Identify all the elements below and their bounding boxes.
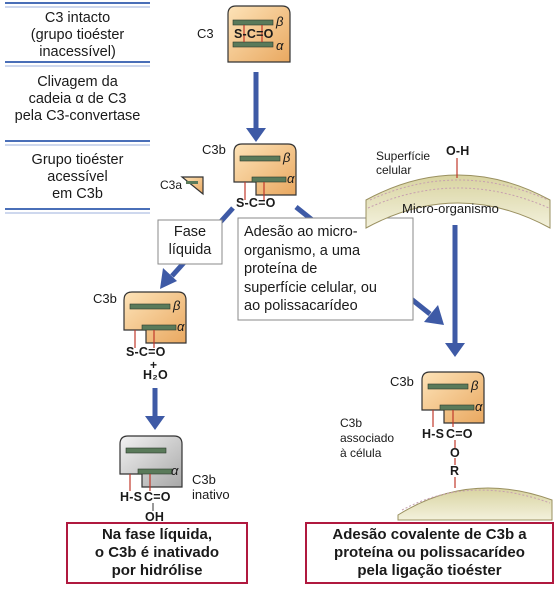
label-alpha: α	[276, 38, 284, 53]
step-accessible: Grupo tioéster acessível em C3b	[31, 152, 124, 202]
label-hs-right: H-S	[422, 427, 445, 441]
label-alpha-right: α	[475, 399, 483, 414]
label-r-right: R	[450, 464, 460, 478]
c3a-fragment	[180, 176, 204, 196]
adhesion-text: Adesão ao micro- organismo, a uma proteí…	[244, 224, 377, 314]
arrow-surface-attach	[445, 225, 465, 357]
arrow-cleavage	[246, 72, 266, 142]
label-beta-left: β	[173, 298, 181, 313]
label-co-inactive: C=O	[144, 490, 171, 504]
label-o-right: O	[450, 446, 460, 460]
label-cell-associated: C3b associado à célula	[340, 416, 395, 460]
c3b-protein-right	[421, 371, 485, 488]
step-intact: C3 intacto (grupo tioéster inacessível)	[30, 10, 125, 60]
label-c3b-top: C3b	[202, 142, 226, 157]
label-alpha-inactive: α	[171, 463, 179, 478]
label-alpha-left: α	[177, 319, 185, 334]
label-oh-ligand: O-H	[446, 144, 470, 158]
summary-covalent-adhesion: Adesão covalente de C3b a proteína ou po…	[305, 522, 554, 584]
label-beta: β	[276, 14, 284, 29]
label-co-right: C=O	[446, 427, 473, 441]
label-microorganism: Micro-organismo	[402, 201, 499, 216]
c3b-inactive-protein	[119, 435, 183, 511]
arrow-hydrolysis	[145, 388, 165, 430]
step-dividers	[5, 2, 150, 214]
label-c3: C3	[197, 26, 214, 41]
fluid-phase-label: Fase líquida	[168, 224, 212, 258]
label-c3b-left: C3b	[93, 291, 117, 306]
step-cleavage: Clivagem da cadeia α de C3 pela C3-conve…	[14, 74, 141, 124]
label-c3a: C3a	[160, 178, 183, 192]
cell-surface-bottom	[397, 487, 553, 521]
label-inactive: inativo	[192, 487, 230, 502]
label-thioester: S-C=O	[234, 27, 274, 41]
label-thioester-left: S-C=O	[126, 345, 166, 359]
microorganism-surface	[365, 158, 551, 229]
label-plus: +	[150, 358, 158, 372]
label-beta-right: β	[471, 378, 479, 393]
c3b-protein-left	[123, 291, 187, 348]
c3-protein	[227, 5, 291, 63]
label-oh-inactive: OH	[145, 510, 165, 524]
label-hs-inactive: H-S	[120, 490, 143, 504]
summary-fluid-phase: Na fase líquida, o C3b é inativado por h…	[66, 522, 248, 584]
adhesion-box	[237, 217, 414, 321]
label-beta-top: β	[283, 150, 291, 165]
c3b-protein-top	[233, 143, 297, 200]
label-c3b-inactive: C3b	[192, 472, 216, 487]
label-cell-surface: Superfície celular	[376, 149, 431, 177]
label-c3b-right: C3b	[390, 374, 414, 389]
label-thioester-top: S-C=O	[236, 196, 276, 210]
label-alpha-top: α	[287, 171, 295, 186]
label-h2o: H₂O	[143, 368, 168, 382]
fluid-phase-box	[157, 219, 223, 265]
